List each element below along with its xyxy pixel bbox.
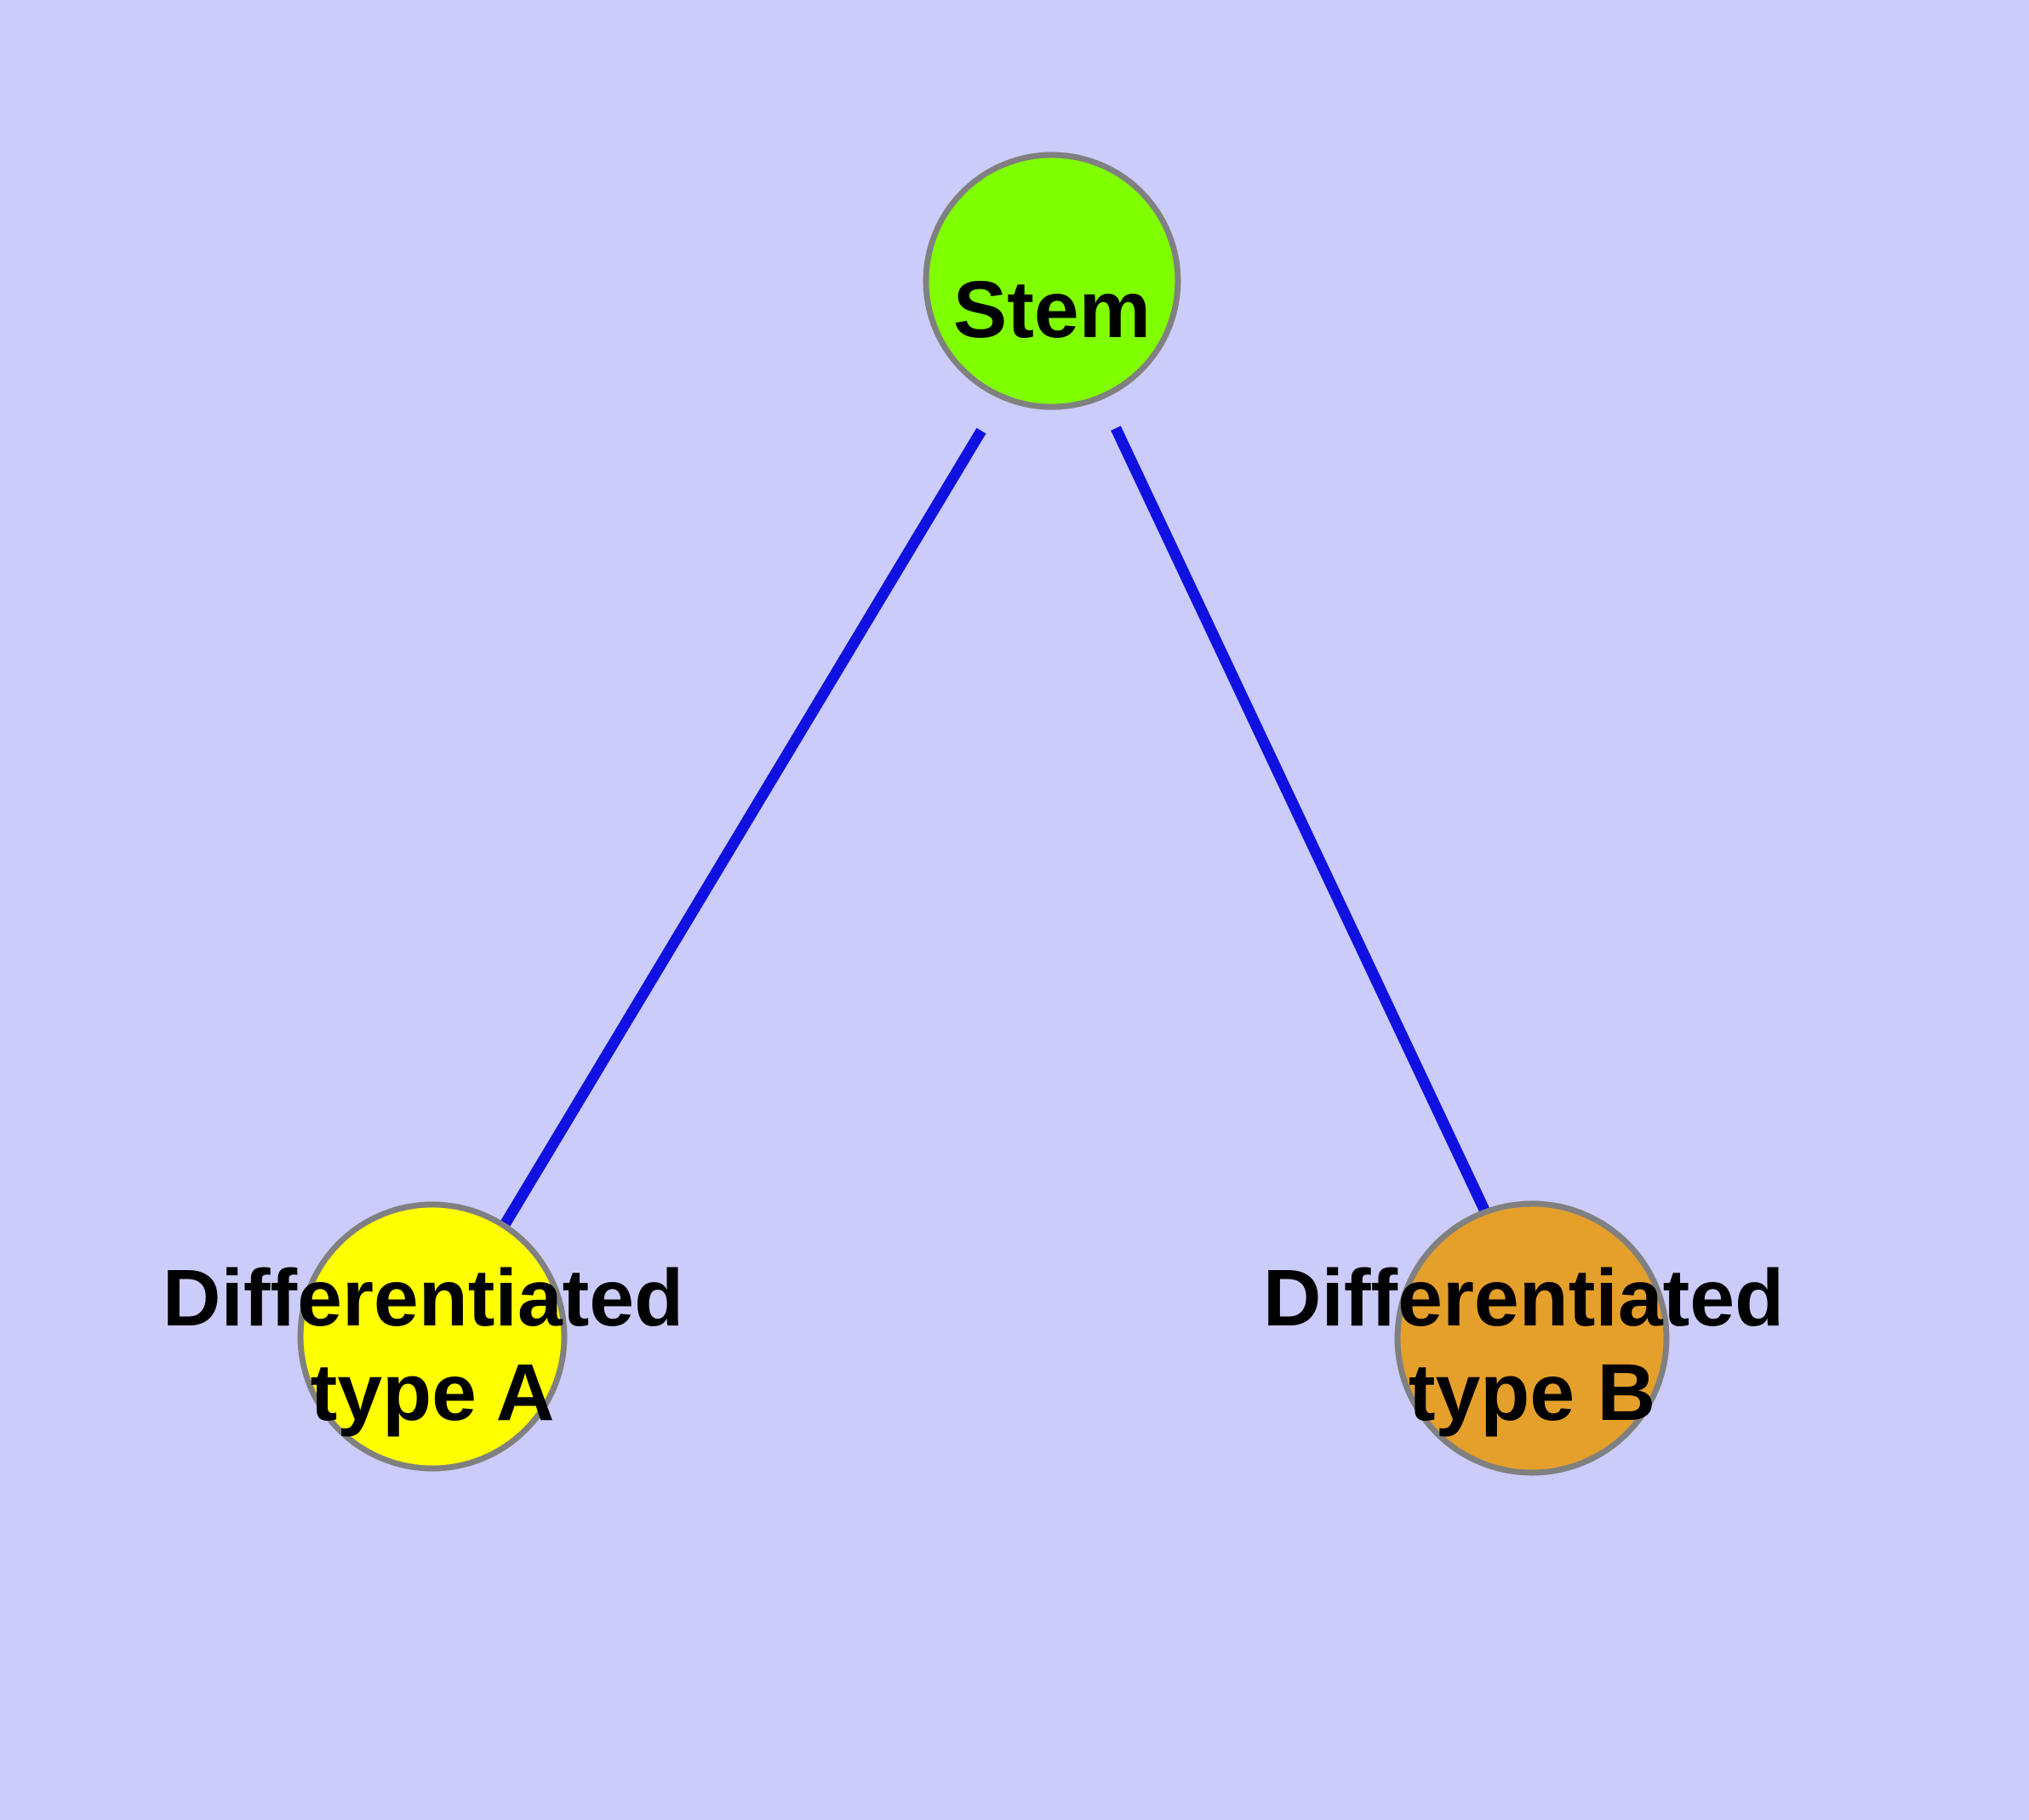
node-stem-label: Stem (953, 265, 1151, 355)
node-diff-b-label-line2: type B (1409, 1348, 1655, 1438)
node-diff-b-label-line1: Differentiated (1263, 1253, 1784, 1343)
node-diff-a-label-line2: type A (311, 1348, 555, 1438)
node-stem-circle[interactable] (923, 152, 1181, 410)
node-diff-a-label-group: Differentiated type A (163, 1253, 683, 1438)
edge-stem-to-diff-b[interactable] (1111, 426, 1496, 1227)
edge-stem-to-diff-a[interactable] (500, 427, 986, 1227)
node-diff-b-circle[interactable] (1394, 1200, 1670, 1476)
node-diff-a[interactable] (297, 1201, 568, 1472)
node-stem[interactable]: Stem (923, 152, 1181, 410)
edge-layer (500, 426, 1496, 1227)
node-diff-b-label-group: Differentiated type B (1263, 1253, 1784, 1438)
node-diff-a-label-line1: Differentiated (163, 1253, 683, 1343)
node-diff-b[interactable] (1394, 1200, 1670, 1476)
node-diff-a-circle[interactable] (297, 1201, 568, 1472)
